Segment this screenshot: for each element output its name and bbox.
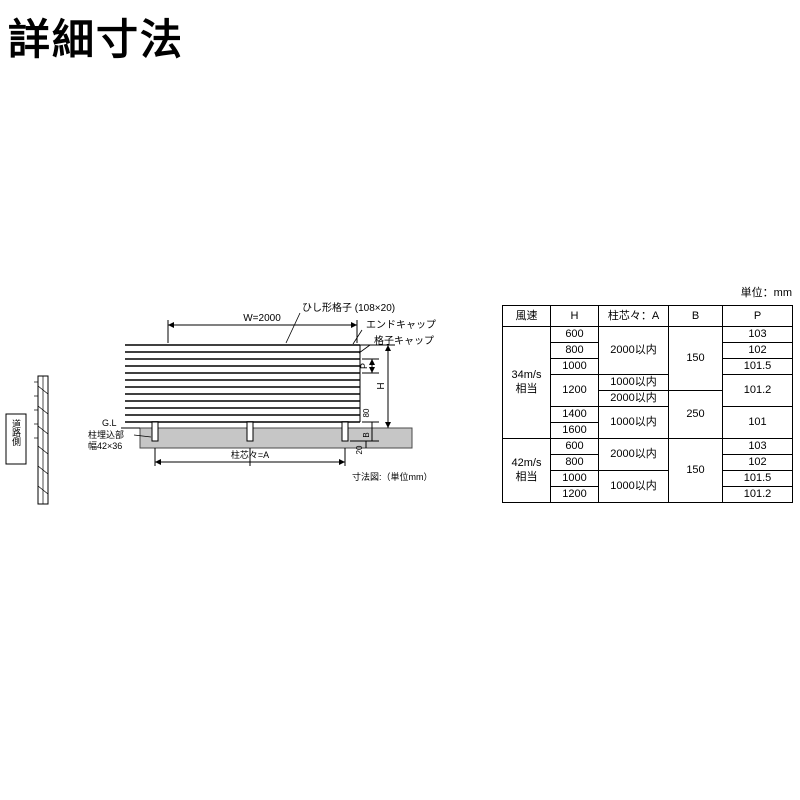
table-cell: 1200 (550, 374, 599, 407)
table-cell: 2000以内 (598, 390, 669, 407)
table-row: 42m/s 相当 600 2000以内 150 103 (502, 438, 793, 503)
ground-line-label: G.L (102, 418, 117, 428)
table-cell: 1400 (550, 406, 599, 423)
lattice-type-label: ひし形格子 (108×20) (302, 301, 395, 314)
table-cell: 800 (550, 342, 599, 359)
table-cell: 1600 (550, 422, 599, 439)
table-cell: 1000 (550, 358, 599, 375)
dim-h-label: H (376, 382, 387, 389)
dim-b-label: B (362, 432, 371, 437)
fence-dimension-drawing: 道路側 G.L (5, 301, 436, 505)
col-header-wind: 風速 (502, 305, 551, 327)
wind-speed-34-line1: 34m/s (511, 368, 542, 381)
table-cell: 150 (668, 326, 723, 391)
wind-speed-34-cell: 34m/s 相当 (502, 326, 551, 439)
post-pitch-label: 柱芯々=A (231, 449, 269, 460)
table-cell: 103 (722, 326, 793, 343)
table-cell: 250 (668, 390, 723, 439)
table-cell: 800 (550, 454, 599, 471)
dimension-diagram: 道路側 G.L (0, 280, 480, 510)
table-row: 1000 1000以内 101.5 (503, 470, 793, 503)
diagram-note: 寸法図:（単位mm） (352, 471, 433, 482)
wind-speed-42-cell: 42m/s 相当 (502, 438, 551, 503)
post-embed-label-line2: 幅42×36 (88, 440, 122, 451)
ground-strip (139, 427, 413, 449)
table-cell: 101.5 (722, 470, 793, 487)
unit-label: 単位：mm (740, 287, 792, 299)
dimension-table-section: 単位：mm 風速 H 柱芯々：A B P 34m/s 相当 600 20 (502, 284, 793, 503)
table-header-row: 風速 H 柱芯々：A B P (502, 305, 793, 327)
table-cell: 1000以内 (598, 470, 669, 503)
table-row: 1200 101.2 (503, 486, 793, 503)
leader-lines (285, 312, 371, 354)
page-title: 詳細寸法 (8, 16, 185, 63)
table-row: 2000以内 250 (503, 390, 793, 439)
table-cell: 2000以内 (598, 326, 669, 375)
table-cell: 600 (550, 326, 599, 343)
table-cell: 600 (550, 438, 599, 455)
vertical-dimensions (350, 344, 395, 448)
dim-80-label: 80 (362, 408, 371, 417)
table-row: 1200 1000以内 101.2 (503, 374, 793, 407)
wind-speed-42-line1: 42m/s (511, 456, 542, 469)
dimension-table: 風速 H 柱芯々：A B P 34m/s 相当 600 2000以内 150 1… (502, 305, 793, 503)
wind-speed-42-line2: 相当 (515, 470, 538, 483)
col-header-h: H (550, 305, 599, 327)
table-row: 34m/s 相当 600 2000以内 150 103 (502, 326, 793, 439)
table-cell: 101.2 (722, 486, 793, 503)
table-cell: 150 (668, 438, 723, 503)
table-cell: 101 (722, 406, 793, 439)
table-cell: 1000以内 (598, 374, 669, 391)
table-cell: 102 (722, 454, 793, 471)
end-cap-label: エンドキャップ (366, 319, 436, 331)
table-cell: 101.5 (722, 358, 793, 375)
table-cell: 101.2 (722, 374, 793, 407)
table-cell: 1000以内 (598, 406, 669, 439)
table-cell: 102 (722, 342, 793, 359)
wind-speed-34-line2: 相当 (515, 382, 538, 395)
table-row: 800 102 (503, 342, 793, 359)
dim-20-label: 20 (355, 445, 364, 454)
lattice-cap-label: 格子キャップ (374, 334, 434, 347)
fence-posts (151, 421, 349, 442)
post-embed-leader (133, 434, 152, 438)
col-header-b: B (668, 305, 723, 327)
dim-p-label: P (359, 363, 369, 369)
col-header-p: P (722, 305, 793, 327)
table-cell: 2000以内 (598, 438, 669, 471)
road-side-label-box: 道路側 (5, 413, 27, 465)
col-header-a: 柱芯々：A (598, 305, 669, 327)
post-embed-label-line1: 柱埋込部 (88, 429, 124, 440)
table-cell: 103 (722, 438, 793, 455)
fence-side-view (34, 375, 49, 505)
lattice-panel (125, 344, 361, 423)
road-side-label: 道路側 (11, 418, 21, 446)
width-dimension-label: W=2000 (243, 313, 281, 324)
table-cell: 1200 (550, 486, 599, 503)
post-pitch-dimension (154, 448, 346, 466)
table-cell: 1000 (550, 470, 599, 487)
width-dimension (167, 320, 358, 343)
